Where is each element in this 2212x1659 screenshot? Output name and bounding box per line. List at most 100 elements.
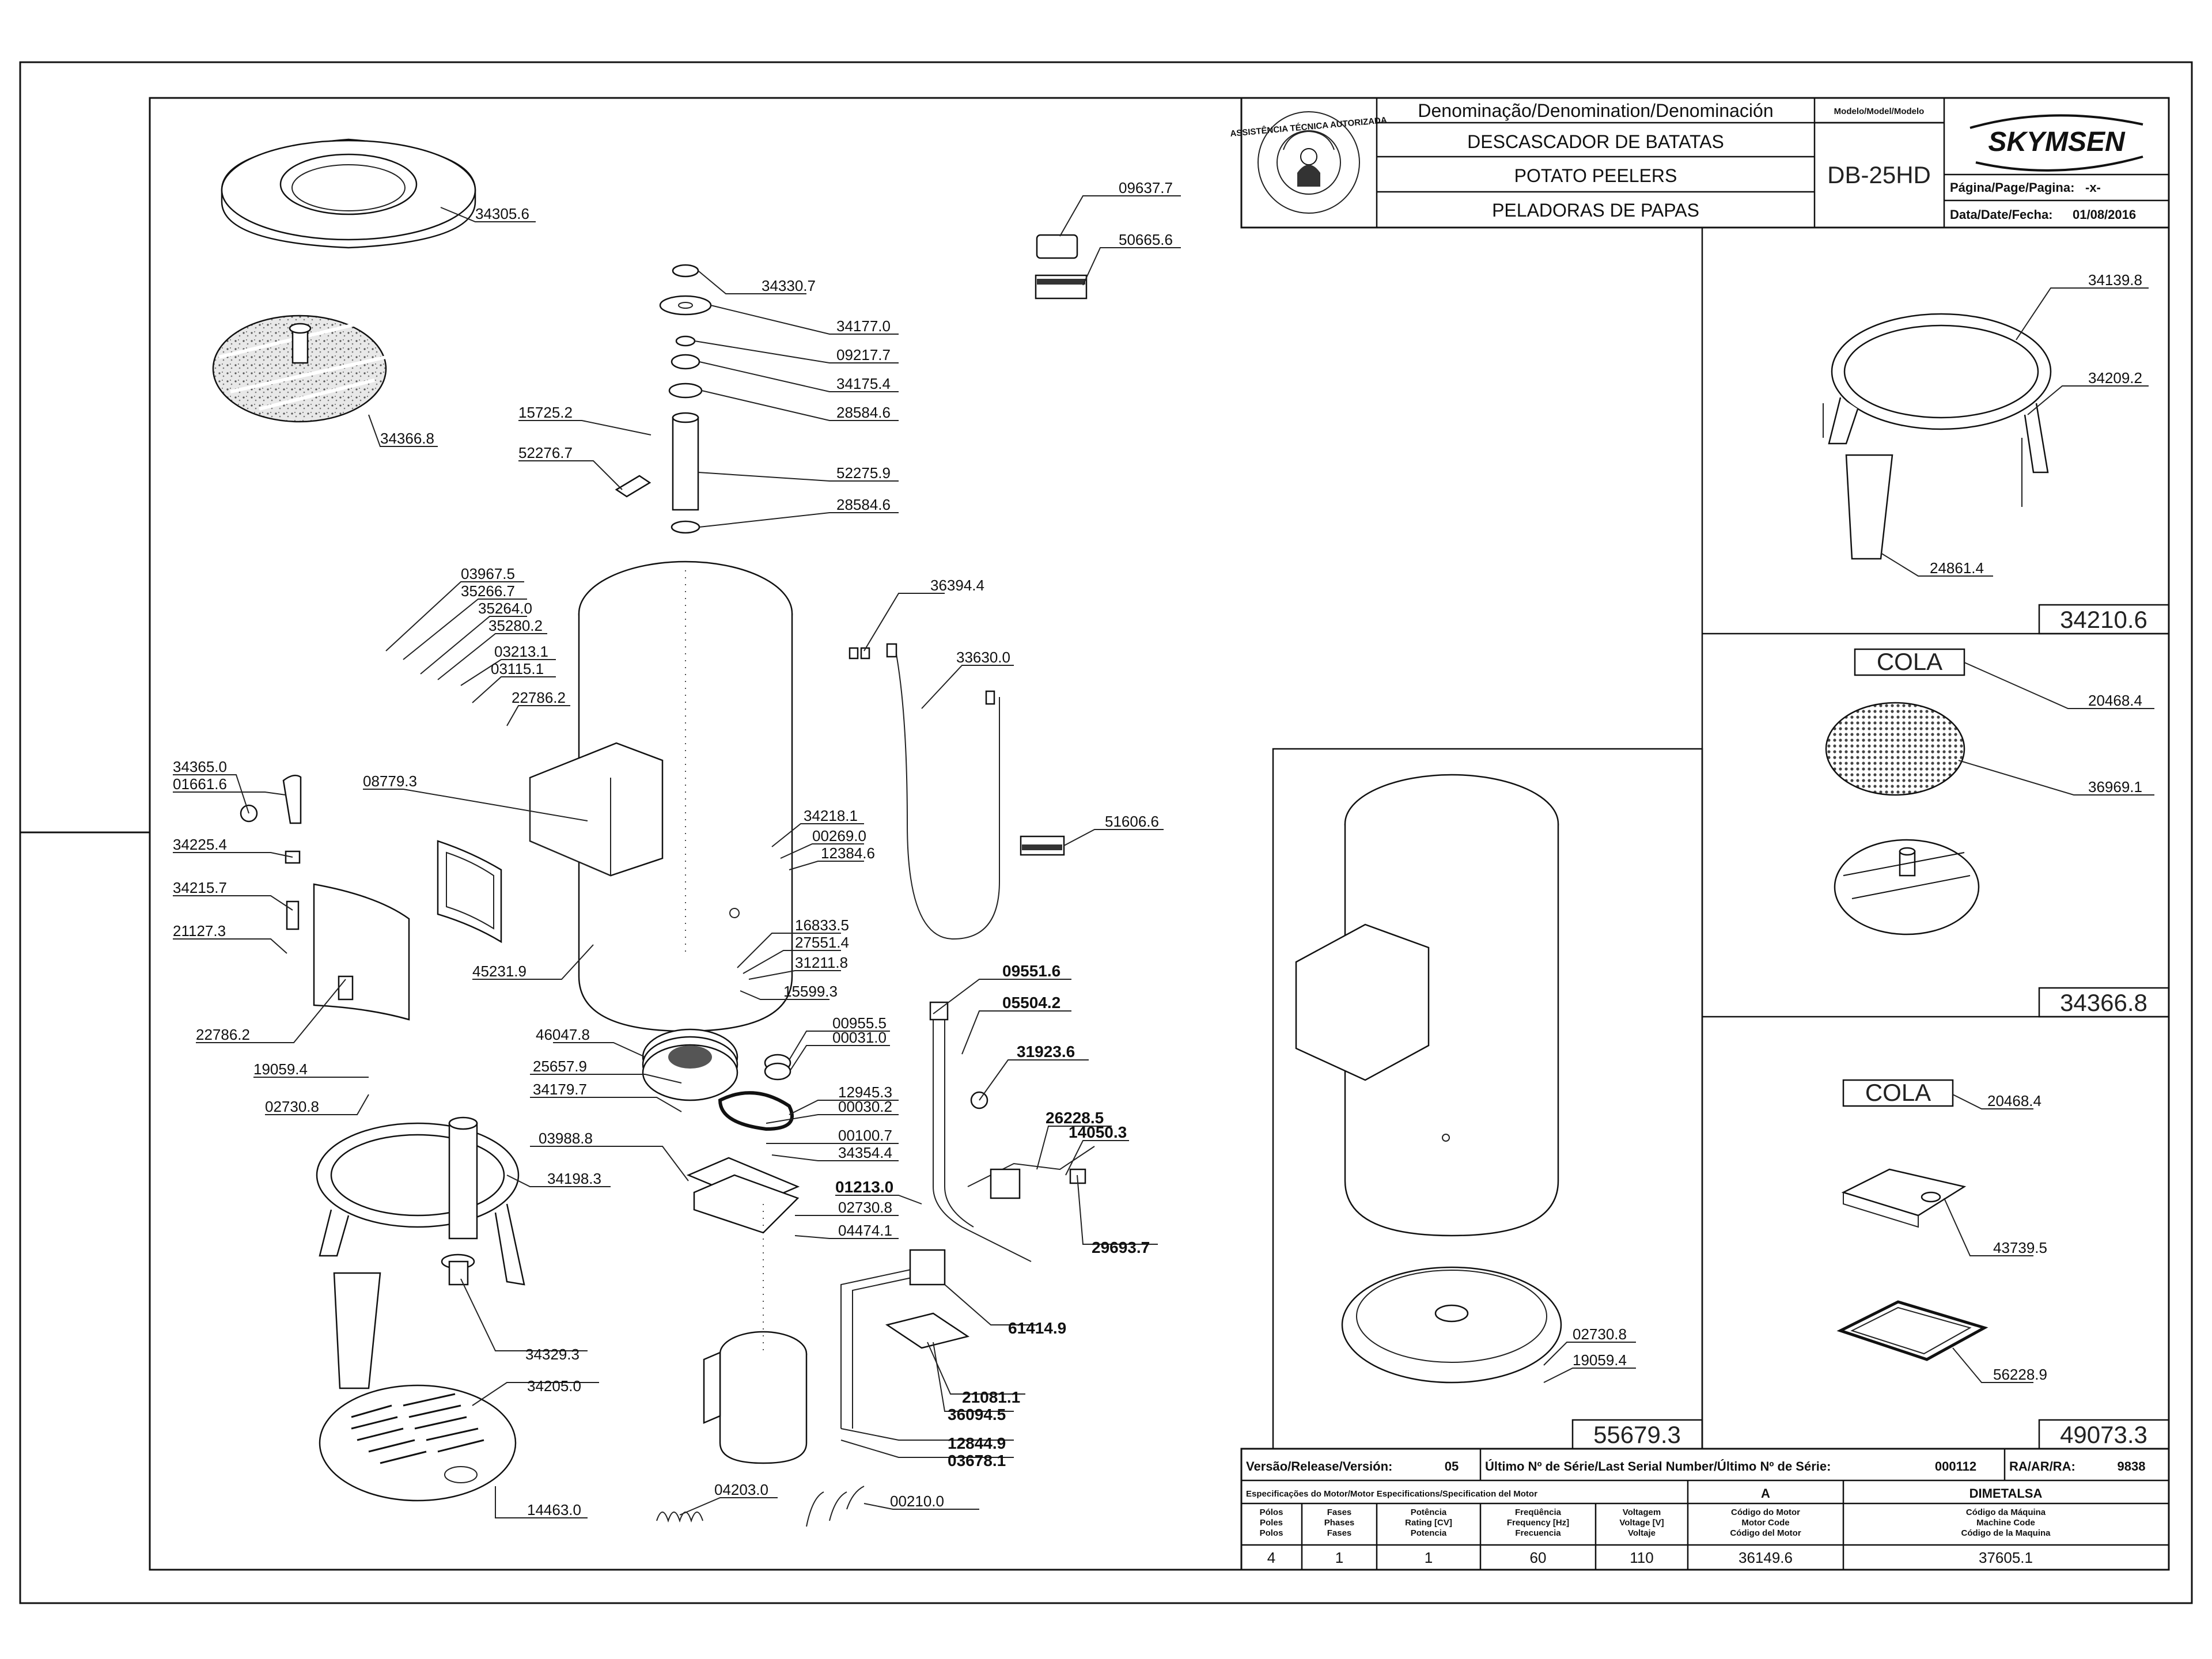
callout-34366-8: 34366.8 (380, 430, 434, 447)
callout-03678-1: 03678.1 (948, 1452, 1006, 1469)
part-callouts: 34305.6 34366.8 09637.7 50665.6 34330.7 … (173, 179, 2142, 1518)
brand-name: SKYMSEN (1988, 127, 2126, 157)
callout-31923-6: 31923.6 (1017, 1043, 1075, 1060)
col-machine-code-l1: Código da Máquina (1966, 1508, 2046, 1517)
seal-text: ASSISTÊNCIA TÉCNICA AUTORIZADA (1230, 115, 1388, 139)
callout-12384-6: 12384.6 (821, 844, 875, 862)
callout-02730-8-left: 02730.8 (265, 1098, 319, 1115)
callout-08779-3: 08779.3 (363, 772, 417, 790)
col-voltage-l3: Voltaje (1628, 1528, 1656, 1538)
col-rating-value: 1 (1425, 1549, 1433, 1566)
callout-34215-7: 34215.7 (173, 879, 227, 896)
callout-22786-2-lower: 22786.2 (196, 1026, 250, 1043)
abrasive-disc-part (212, 315, 387, 423)
motor-part (703, 1204, 808, 1464)
callout-02730-8-center: 02730.8 (838, 1199, 892, 1216)
skymsen-logo: SKYMSEN (1969, 114, 2143, 172)
serial-value: 000112 (1935, 1459, 1976, 1474)
callout-34354-4: 34354.4 (838, 1144, 892, 1161)
col-voltage-l1: Voltagem (1623, 1508, 1661, 1517)
page-label: Página/Page/Pagina: (1950, 180, 2074, 195)
callout-34175-4: 34175.4 (836, 375, 891, 392)
callout-01213-0: 01213.0 (835, 1178, 893, 1196)
callout-21127-3: 21127.3 (173, 922, 226, 940)
callout-20468-4-upper: 20468.4 (2088, 692, 2142, 709)
callout-00955-5: 00955.5 (832, 1014, 887, 1032)
col-frequency-l3: Frecuencia (1515, 1528, 1561, 1538)
leader-lines (173, 195, 2154, 1518)
chute-part (529, 742, 664, 877)
hose-part (849, 643, 1000, 940)
callout-21081-1: 21081.1 (962, 1388, 1020, 1406)
motor-supplier-name: DIMETALSA (1969, 1486, 2043, 1501)
callout-28584-6-upper: 28584.6 (836, 404, 891, 421)
col-motor-code-l3: Código del Motor (1730, 1528, 1801, 1538)
date-value: 01/08/2016 (2073, 207, 2136, 222)
callout-34330-7: 34330.7 (762, 277, 816, 294)
col-phases-l2: Phases (1324, 1518, 1355, 1528)
col-frequency-value: 60 (1530, 1549, 1547, 1566)
col-rating-l2: Rating [CV] (1405, 1518, 1452, 1528)
version-value: 05 (1445, 1459, 1459, 1474)
denomination-header: Denominação/Denomination/Denominación (1418, 100, 1773, 121)
callout-34198-3: 34198.3 (547, 1170, 601, 1187)
callout-33630-0: 33630.0 (956, 649, 1010, 666)
callout-14463-0: 14463.0 (527, 1501, 581, 1518)
col-poles-l2: Poles (1260, 1518, 1283, 1528)
callout-35264-0: 35264.0 (478, 600, 532, 617)
serial-label: Último Nº de Série/Last Serial Number/Úl… (1485, 1459, 1831, 1474)
callout-52276-7: 52276.7 (518, 444, 573, 461)
callout-20468-4-lower: 20468.4 (1987, 1092, 2041, 1109)
callout-09217-7: 09217.7 (836, 346, 891, 363)
col-phases-value: 1 (1335, 1549, 1343, 1566)
col-motor-code-l2: Motor Code (1741, 1518, 1789, 1528)
col-poles-value: 4 (1267, 1549, 1275, 1566)
callout-36094-5: 36094.5 (948, 1406, 1006, 1423)
callout-09637-7: 09637.7 (1119, 179, 1173, 196)
window-frame (437, 840, 502, 944)
callout-36394-4: 36394.4 (930, 577, 984, 594)
callout-36969-1: 36969.1 (2088, 778, 2142, 796)
callout-03213-1: 03213.1 (494, 643, 548, 660)
title-block: ASSISTÊNCIA TÉCNICA AUTORIZADA Denominaç… (1230, 97, 2170, 229)
col-poles-l1: Pólos (1260, 1508, 1283, 1517)
col-phases-l3: Fases (1327, 1528, 1352, 1538)
page-value: -x- (2085, 180, 2101, 195)
frame-subassembly-drawing (1823, 313, 2052, 560)
authorized-service-seal-icon (1257, 111, 1360, 214)
col-motor-code-l1: Código do Motor (1731, 1508, 1800, 1517)
callout-46047-8: 46047.8 (536, 1026, 590, 1043)
side-door (313, 883, 410, 1021)
col-rating-l1: Potência (1411, 1508, 1447, 1517)
callout-50665-6: 50665.6 (1119, 231, 1173, 248)
product-name-es: PELADORAS DE PAPAS (1492, 200, 1699, 221)
col-rating-l3: Potencia (1411, 1528, 1447, 1538)
callout-34218-1: 34218.1 (804, 807, 858, 824)
callout-45231-9: 45231.9 (472, 963, 527, 980)
subassembly-id-2: 34366.8 (2060, 989, 2147, 1016)
callout-25657-9: 25657.9 (533, 1058, 587, 1075)
main-cylinder (578, 560, 793, 1032)
model-number: DB-25HD (1827, 161, 1931, 188)
callout-34329-3: 34329.3 (525, 1346, 579, 1363)
release-and-motor-table: Versão/Release/Versión: 05 Último Nº de … (1240, 1448, 2170, 1571)
date-label: Data/Date/Fecha: (1950, 207, 2053, 222)
drawing-border (19, 61, 2193, 1604)
callout-34209-2: 34209.2 (2088, 369, 2142, 387)
callout-34225-4: 34225.4 (173, 836, 227, 853)
glue-note-2: COLA (1865, 1079, 1931, 1106)
callout-22786-2-upper: 22786.2 (512, 689, 566, 706)
subassembly-id-3: 49073.3 (2060, 1421, 2147, 1448)
callout-19059-4-left: 19059.4 (253, 1060, 308, 1078)
belt-part (718, 1091, 794, 1131)
motor-supplier-code: A (1761, 1486, 1770, 1501)
subassembly-id-4: 55679.3 (1593, 1421, 1681, 1448)
part-shapes (212, 138, 2052, 1527)
callout-51606-6: 51606.6 (1105, 813, 1159, 830)
motor-spec-columns: Pólos Poles Polos 4 Fases Phases Fases 1… (1260, 1508, 2051, 1566)
glue-note-1: COLA (1877, 648, 1942, 675)
decal-plates (1020, 234, 1088, 856)
callout-09551-6: 09551.6 (1002, 962, 1060, 980)
callout-01661-6: 01661.6 (173, 775, 227, 793)
base-ring (316, 1116, 525, 1389)
